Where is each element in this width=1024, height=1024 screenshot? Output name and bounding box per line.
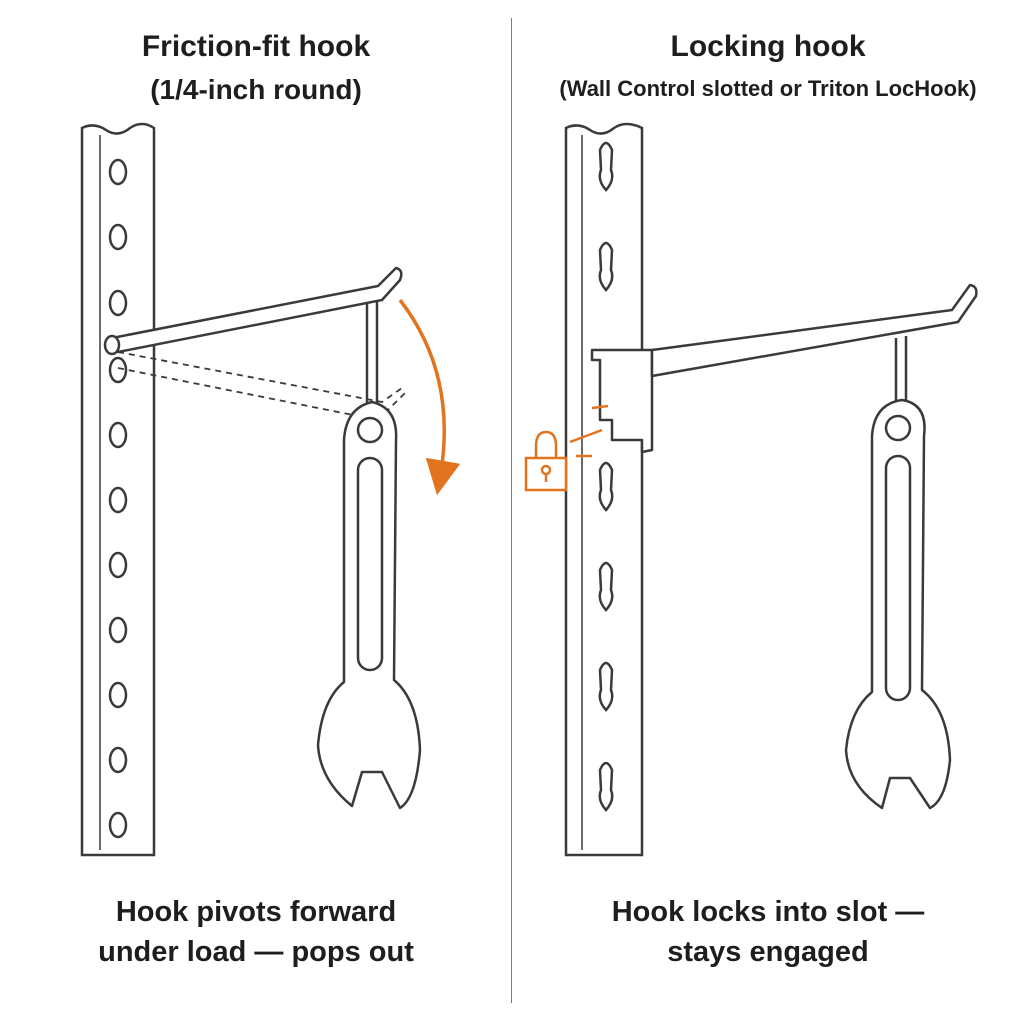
locking-illustration [524, 122, 978, 857]
wrench-icon [844, 398, 952, 810]
keyhole-slot [598, 461, 614, 512]
round-holes [108, 158, 128, 839]
keyhole-slot [598, 241, 614, 292]
caption-line: Hook locks into slot — [611, 896, 925, 928]
locking-title: Locking hook [670, 30, 866, 63]
rail-hole [108, 421, 128, 449]
keyhole-slot [598, 661, 614, 712]
rail-hole [108, 158, 128, 186]
locking-hook [590, 283, 978, 454]
rail-hole [108, 811, 128, 839]
rail-hole [108, 746, 128, 774]
padlock-icon [524, 430, 568, 492]
friction-fit-caption: Hook pivots forward under load — pops ou… [0, 892, 512, 972]
keyhole-slot [598, 561, 614, 612]
caption-line: under load — pops out [98, 936, 414, 968]
rail-hole [108, 223, 128, 251]
wrench-icon [316, 400, 422, 810]
keyhole-slots [598, 141, 614, 812]
caption-line: Hook pivots forward [115, 896, 397, 928]
rail-hole [108, 356, 128, 384]
locking-subtitle: (Wall Control slotted or Triton LocHook) [559, 76, 977, 101]
caption-line: stays engaged [667, 936, 869, 968]
curved-arrow-icon [398, 298, 461, 496]
friction-fit-subtitle: (1/4-inch round) [150, 74, 362, 105]
rail-hole [108, 486, 128, 514]
locking-caption: Hook locks into slot — stays engaged [512, 892, 1024, 972]
rail-hole [108, 616, 128, 644]
rail-hole [108, 551, 128, 579]
rail-hole [108, 289, 128, 317]
lock-engage-lines [569, 404, 609, 458]
friction-fit-illustration [80, 122, 461, 857]
friction-fit-title: Friction-fit hook [141, 30, 371, 63]
keyhole-slot [598, 761, 614, 812]
friction-fit-panel: Friction-fit hook (1/4-inch round) [0, 30, 512, 972]
keyhole-slot [598, 141, 614, 192]
friction-fit-hook [103, 266, 403, 415]
panel-divider [511, 18, 512, 1003]
locking-panel: Locking hook (Wall Control slotted or Tr… [512, 0, 1024, 1024]
rail-hole [108, 681, 128, 709]
